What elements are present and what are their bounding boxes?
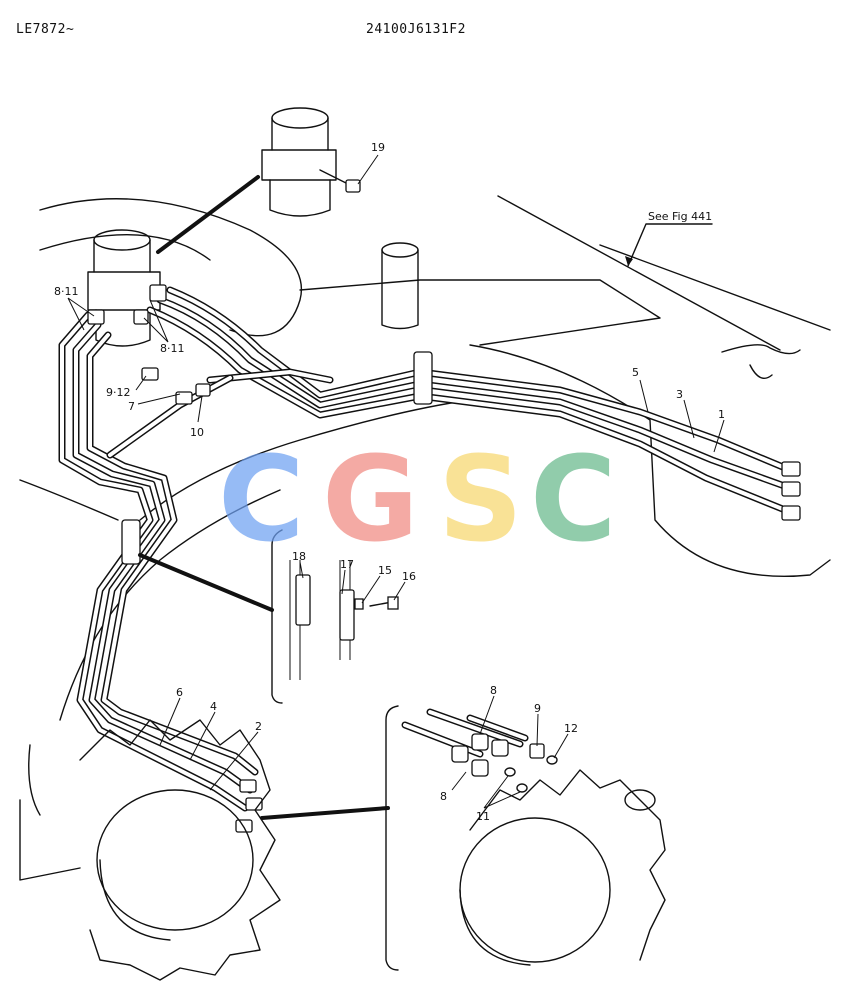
- callout-5: 5: [632, 366, 639, 379]
- callout-18: 18: [292, 550, 306, 563]
- callout-9: 9: [534, 702, 541, 715]
- callout-4: 4: [210, 700, 217, 713]
- callout-8-11-left: 8·11: [54, 285, 79, 298]
- see-fig-reference: See Fig 441: [625, 210, 713, 267]
- callout-8-11-right: 8·11: [160, 342, 185, 355]
- callout-6: 6: [176, 686, 183, 699]
- leader-lines: [67, 154, 725, 809]
- travel-motor: [79, 719, 281, 981]
- callout-10: 10: [190, 426, 204, 439]
- callout-8-bottom: 8: [440, 790, 447, 803]
- see-fig-441-label: See Fig 441: [648, 210, 712, 223]
- callout-labels: 19 8·11 8·11 9·12 7 10 5 3 1 18 17 15 16…: [54, 141, 725, 823]
- watermark-letter-c1: C: [218, 430, 305, 568]
- machine-frame: [19, 195, 831, 881]
- callout-2: 2: [255, 720, 262, 733]
- hydraulic-pipe-bundle: [58, 286, 794, 812]
- watermark-letter-s: S: [438, 430, 523, 568]
- watermark-letter-g: G: [322, 430, 419, 568]
- fitting-detail-inset: [385, 705, 666, 971]
- callout-12: 12: [564, 722, 578, 735]
- callout-8-top: 8: [490, 684, 497, 697]
- callout-7: 7: [128, 400, 135, 413]
- callout-16: 16: [402, 570, 416, 583]
- swivel-joint: [87, 229, 161, 347]
- drawing-number: 24100J6131F2: [366, 22, 466, 37]
- clamp-detail-inset: [271, 529, 399, 704]
- callout-1: 1: [718, 408, 725, 421]
- callout-3: 3: [676, 388, 683, 401]
- watermark-letter-c2: C: [530, 430, 617, 568]
- cgsc-watermark: C G S C: [218, 430, 617, 568]
- catalog-code: LE7872~: [16, 22, 75, 37]
- callout-11: 11: [476, 810, 490, 823]
- swivel-joint-detail: [261, 107, 361, 217]
- callout-19: 19: [371, 141, 385, 154]
- callout-15: 15: [378, 564, 392, 577]
- callout-9-12: 9·12: [106, 386, 131, 399]
- callout-17: 17: [340, 558, 354, 571]
